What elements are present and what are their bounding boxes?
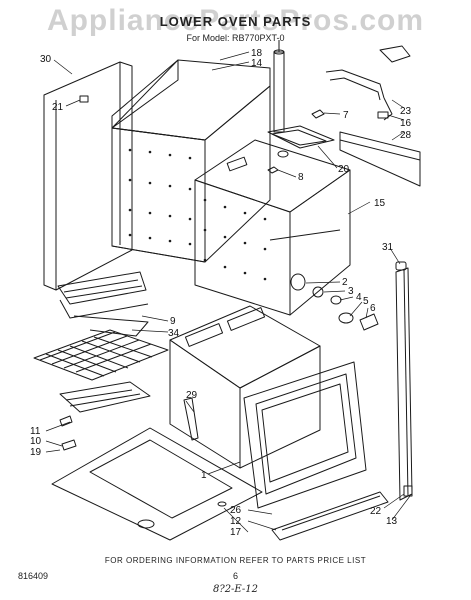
- vent-tube-part: [273, 40, 285, 133]
- callout-19: 19: [30, 447, 42, 458]
- vent-duct-part: [325, 45, 411, 121]
- callout-1: 1: [201, 470, 207, 481]
- callout-11: 11: [30, 426, 41, 437]
- kick-plate-part: [271, 491, 389, 541]
- callout-21: 21: [52, 102, 64, 113]
- callout-26: 26: [230, 505, 242, 516]
- callout-2: 2: [342, 277, 348, 288]
- callout-14: 14: [251, 58, 263, 69]
- callout-28: 28: [400, 130, 412, 141]
- callout-15: 15: [374, 198, 386, 209]
- back-panel-part: [43, 61, 133, 291]
- callout-29: 29: [186, 390, 198, 401]
- ordering-note: FOR ORDERING INFORMATION REFER TO PARTS …: [104, 556, 367, 565]
- page-title: LOWER OVEN PARTS: [159, 14, 312, 29]
- model-number: For Model: RB770PXT-0: [186, 33, 285, 43]
- broil-element-part: [59, 381, 151, 451]
- outer-wrapper-part: [194, 139, 351, 316]
- oven-rack-part: [33, 329, 169, 381]
- callout-31: 31: [382, 242, 394, 253]
- callout-18: 18: [251, 48, 263, 59]
- callout-30: 30: [40, 54, 52, 65]
- screw-part: [267, 109, 325, 174]
- callout-23: 23: [400, 106, 412, 117]
- callout-10: 10: [30, 436, 42, 447]
- oven-liner-part: [111, 59, 271, 263]
- callout-4: 4: [356, 292, 362, 303]
- bottom-panel-part: [51, 427, 263, 541]
- door-frame-part: [243, 361, 367, 509]
- callout-6: 6: [370, 303, 376, 314]
- callout-12: 12: [230, 516, 242, 527]
- page-number: 6: [232, 571, 238, 581]
- callout-34: 34: [168, 328, 180, 339]
- watermark: AppliancePartsPros.com: [46, 4, 425, 37]
- leader-lines: [45, 51, 411, 533]
- vent-plate-part: [267, 125, 335, 158]
- bake-element-part: [57, 271, 149, 337]
- handwritten-note: 8?2-E-12: [212, 584, 259, 595]
- hole-pattern: [128, 148, 192, 246]
- oven-cavity-part: [169, 305, 321, 469]
- callout-22: 22: [370, 506, 382, 517]
- callout-5: 5: [363, 296, 369, 307]
- callout-8: 8: [298, 172, 304, 183]
- document-number: 816409: [18, 571, 49, 581]
- door-seal-part: [395, 261, 413, 501]
- wrapper-holes: [203, 198, 267, 281]
- callout-labels: 30 18 14 21 23 16 7 28 20 8 15 31 2 3 4 …: [30, 48, 412, 538]
- callout-16: 16: [400, 118, 412, 129]
- callout-17: 17: [230, 527, 242, 538]
- callout-13: 13: [386, 516, 398, 527]
- callout-20: 20: [338, 164, 350, 175]
- trim-strip-part: [339, 131, 421, 187]
- callout-9: 9: [170, 316, 176, 327]
- callout-7: 7: [343, 110, 349, 121]
- side-panel-part: [111, 127, 206, 263]
- callout-3: 3: [348, 286, 354, 297]
